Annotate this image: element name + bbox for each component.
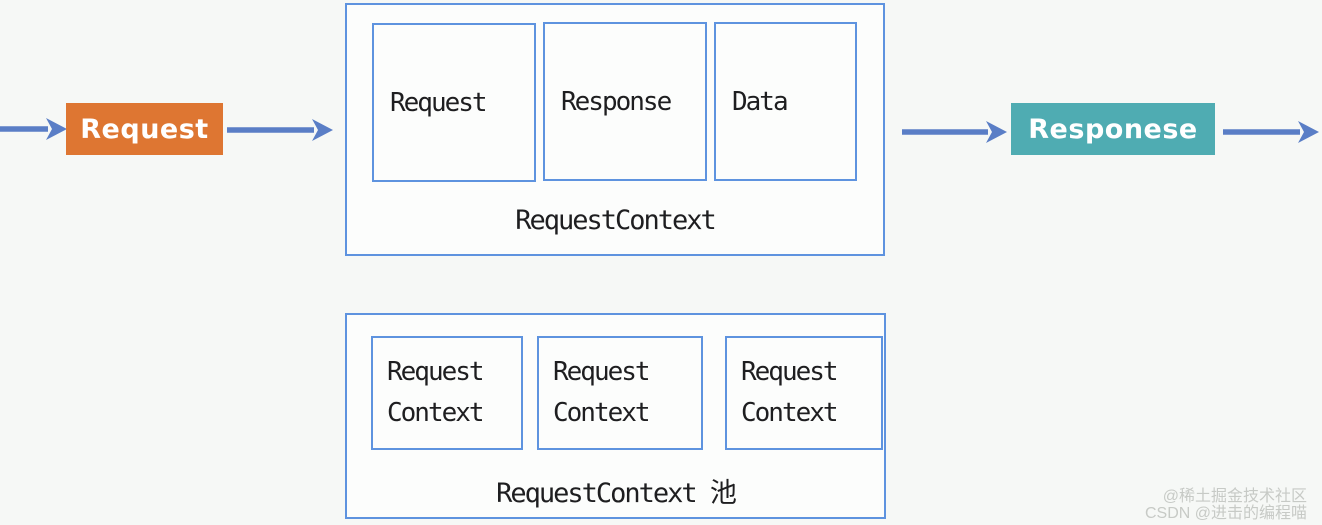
request-node-label: Request xyxy=(80,113,209,145)
pool-item-box: Request Context xyxy=(371,336,523,450)
request-context-caption: RequestContext xyxy=(515,205,717,236)
flow-arrow-in xyxy=(0,118,67,140)
request-object-box: Request xyxy=(372,23,536,182)
pool-item-line1: Request xyxy=(553,357,651,387)
pool-item-box: Request Context xyxy=(537,336,703,450)
pool-item-box: Request Context xyxy=(725,336,883,450)
pool-item-line1: Request xyxy=(387,357,485,387)
flow-arrow-out xyxy=(1223,121,1319,143)
request-node: Request xyxy=(66,103,223,155)
watermark: @稀土掘金技术社区 CSDN @进击的编程喵 xyxy=(1145,488,1307,522)
data-object-box: Data xyxy=(714,22,857,181)
request-object-label: Request xyxy=(390,87,488,118)
flow-arrow-context-to-response xyxy=(902,121,1007,143)
pool-item-line2: Context xyxy=(387,398,485,428)
response-object-box: Response xyxy=(543,22,707,181)
response-node: Responese xyxy=(1011,103,1215,155)
flow-arrow-request-to-context xyxy=(227,119,333,141)
watermark-line2: CSDN @进击的编程喵 xyxy=(1144,505,1307,522)
request-context-pool-caption: RequestContext 池 xyxy=(496,478,737,509)
request-context-container: Request Response Data RequestContext xyxy=(345,3,885,256)
response-node-label: Responese xyxy=(1028,113,1198,145)
request-context-pool-container: Request Context Request Context Request … xyxy=(345,313,886,519)
pool-item-line2: Context xyxy=(741,398,839,428)
pool-item-line1: Request xyxy=(741,357,839,387)
data-object-label: Data xyxy=(732,86,789,117)
watermark-line1: @稀土掘金技术社区 xyxy=(1162,488,1307,505)
pool-item-line2: Context xyxy=(553,398,651,428)
response-object-label: Response xyxy=(561,86,672,117)
